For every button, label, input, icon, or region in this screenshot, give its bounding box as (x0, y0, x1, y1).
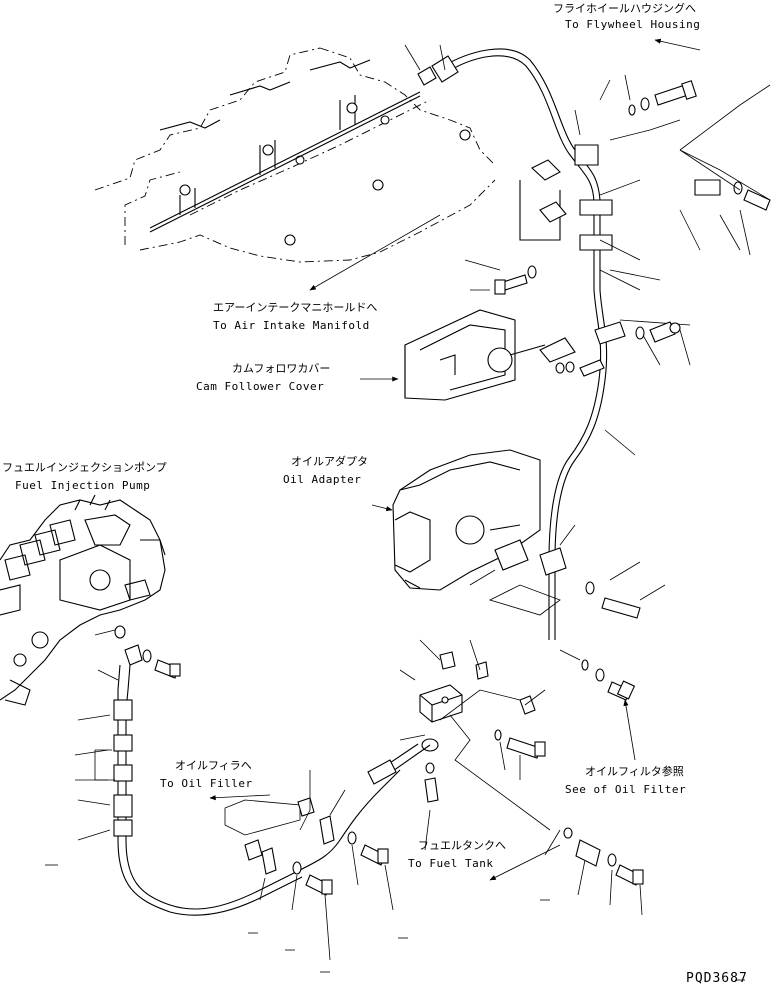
connector-block (367, 639, 644, 916)
air-intake-label-en: To Air Intake Manifold (213, 319, 370, 332)
fuel-tank-label-en: To Fuel Tank (408, 857, 494, 870)
cam-follower-cover (404, 309, 681, 401)
fuel-pump-label-en: Fuel Injection Pump (15, 479, 151, 492)
leader-lines-top-right (404, 44, 771, 456)
oil-adapter-label-en: Oil Adapter (283, 473, 362, 486)
fuel-pump-label-jp: フュエルインジェクションポンプ (2, 461, 167, 474)
cam-follower-label-jp: カムフォロワカバー (232, 362, 331, 375)
oil-filler-fittings (209, 770, 394, 961)
reference-ticks (248, 899, 745, 981)
oil-adapter-label-jp: オイルアダプタ (291, 455, 368, 468)
air-intake-label-jp: エアーインテークマニホールドへ (213, 301, 378, 314)
cylinder-head-outline (94, 47, 496, 263)
oil-filter-label-jp: オイルフィルタ参照 (585, 765, 684, 778)
oil-filler-label-en: To Oil Filler (160, 777, 253, 790)
flywheel-label-en: To Flywheel Housing (565, 18, 701, 31)
fuel-tank-label-jp: フュエルタンクへ (418, 839, 506, 852)
arrow-to-air-intake (309, 214, 441, 291)
oil-adapter (371, 449, 666, 619)
oil-filler-label-jp: オイルフィラへ (175, 759, 252, 772)
fuel-injection-pump (0, 494, 166, 706)
oil-tube-lower-left (45, 644, 401, 916)
oil-filter-label-en: See of Oil Filter (565, 783, 687, 796)
oil-filter-bolts (559, 649, 636, 761)
cam-follower-label-en: Cam Follower Cover (196, 380, 325, 393)
upper-clamp-bracket (519, 144, 613, 251)
arrow-to-flywheel (654, 38, 701, 51)
drawing-code: PQD3687 (686, 971, 748, 986)
bolt-group-top-right (494, 80, 771, 295)
flywheel-label-jp: フライホイールハウジングへ (553, 2, 696, 15)
